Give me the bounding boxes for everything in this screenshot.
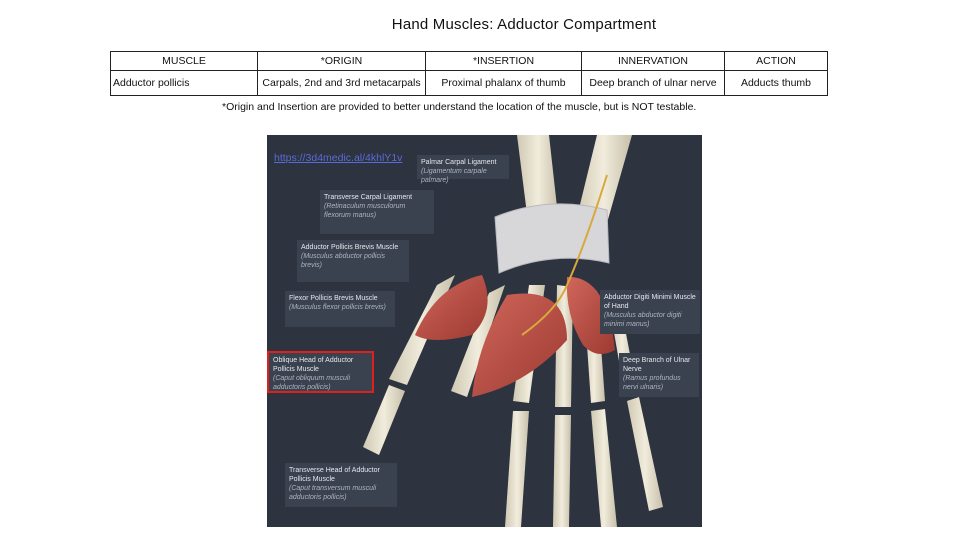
table-row: Adductor pollicis Carpals, 2nd and 3rd m…	[110, 70, 828, 96]
callout-oblique-head: Oblique Head of Adductor Pollicis Muscle…	[269, 353, 372, 391]
footnote: *Origin and Insertion are provided to be…	[222, 101, 697, 113]
header-origin: *ORIGIN	[257, 51, 426, 71]
callout-abductor-digiti-minimi: Abductor Digiti Minimi Muscle of Hand (M…	[600, 290, 700, 334]
callout-sci: (Caput transversum musculi adductoris po…	[289, 485, 377, 501]
callout-name: Abductor Digiti Minimi Muscle of Hand	[604, 294, 696, 310]
header-muscle: MUSCLE	[110, 51, 258, 71]
callout-sci: (Ramus profundus nervi ulnaris)	[623, 375, 681, 391]
callout-name: Deep Branch of Ulnar Nerve	[623, 357, 691, 373]
callout-sci: (Musculus abductor digiti minimi manus)	[604, 312, 682, 328]
model-link[interactable]: https://3d4medic.al/4khlY1v	[274, 152, 403, 164]
finger-4	[591, 409, 617, 527]
callout-sci: (Ligamentum carpale palmare)	[421, 168, 487, 184]
callout-flexor-pollicis-brevis: Flexor Pollicis Brevis Muscle (Musculus …	[285, 291, 395, 327]
ulnar-nerve	[521, 174, 608, 336]
cell-insertion: Proximal phalanx of thumb	[425, 70, 582, 96]
metacarpal-1	[451, 285, 505, 397]
muscle-table: MUSCLE *ORIGIN *INSERTION INNERVATION AC…	[110, 51, 828, 96]
hand-illustration	[363, 135, 663, 527]
adductor-oblique-muscle	[472, 293, 567, 397]
callout-name: Palmar Carpal Ligament	[421, 159, 497, 166]
finger-5	[627, 397, 663, 511]
finger-3	[553, 415, 571, 527]
callout-palmar-carpal-ligament: Palmar Carpal Ligament (Ligamentum carpa…	[417, 155, 509, 184]
header-action: ACTION	[724, 51, 828, 71]
cell-origin: Carpals, 2nd and 3rd metacarpals	[257, 70, 426, 96]
header-innervation: INNERVATION	[581, 51, 725, 71]
callout-sci: (Retinaculum musculorum flexorum manus)	[324, 203, 406, 219]
slide-title: Hand Muscles: Adductor Compartment	[391, 16, 657, 33]
callout-sci: (Musculus abductor pollicis brevis)	[301, 253, 386, 269]
callout-name: Adductor Pollicis Brevis Muscle	[301, 244, 399, 251]
cell-action: Adducts thumb	[724, 70, 828, 96]
table-header-row: MUSCLE *ORIGIN *INSERTION INNERVATION AC…	[110, 51, 828, 71]
header-insertion: *INSERTION	[425, 51, 582, 71]
oblique-head-highlight	[267, 351, 374, 393]
callout-name: Transverse Head of Adductor Pollicis Mus…	[289, 467, 380, 483]
cell-innervation: Deep branch of ulnar nerve	[581, 70, 725, 96]
callout-sci: (Musculus flexor pollicis brevis)	[289, 304, 386, 311]
cell-muscle: Adductor pollicis	[110, 70, 258, 96]
callout-sci: (Caput obliquum musculi adductoris polli…	[273, 375, 351, 391]
thenar-muscle	[415, 275, 488, 340]
callout-name: Flexor Pollicis Brevis Muscle	[289, 295, 378, 302]
callout-name: Oblique Head of Adductor Pollicis Muscle	[273, 357, 354, 373]
finger-2	[505, 411, 529, 527]
callout-adductor-pollicis-brevis: Adductor Pollicis Brevis Muscle (Musculu…	[297, 240, 409, 282]
thumb-phalanx	[363, 385, 405, 455]
callout-transverse-carpal-ligament: Transverse Carpal Ligament (Retinaculum …	[320, 190, 434, 234]
hypothenar-muscle	[566, 276, 615, 354]
anatomy-figure: https://3d4medic.al/4khlY1v Palmar Carpa…	[267, 135, 702, 527]
carpal-ligament	[494, 203, 610, 274]
callout-transverse-head: Transverse Head of Adductor Pollicis Mus…	[285, 463, 397, 507]
callout-deep-branch-ulnar-nerve: Deep Branch of Ulnar Nerve (Ramus profun…	[619, 353, 699, 397]
callout-name: Transverse Carpal Ligament	[324, 194, 413, 201]
